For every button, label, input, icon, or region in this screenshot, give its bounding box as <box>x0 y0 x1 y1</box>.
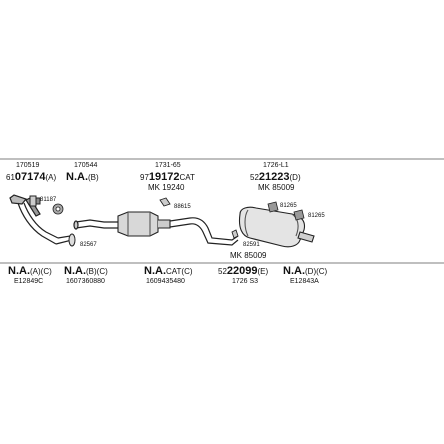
top-code-b: 170544 <box>74 162 98 169</box>
top-ref-a: 6107174(A) <box>6 171 57 183</box>
spring-clip <box>52 203 64 215</box>
top-code-d: 1726-L1 <box>263 162 289 169</box>
mount-81265-b <box>293 209 305 221</box>
top-code-cat: 1731-65 <box>155 162 181 169</box>
bottom-ref-e: 5222099(E) <box>218 265 269 277</box>
clamp-88615 <box>159 197 171 207</box>
clamp-81187 <box>29 195 41 207</box>
intermediate-pipe <box>73 219 118 230</box>
clamp-cat-number: 88615 <box>174 204 191 210</box>
catalytic-converter <box>117 211 171 237</box>
clamp-82591 <box>231 229 239 239</box>
bottom-ref-a: N.A.(A)(C) <box>8 265 52 277</box>
bottom-code-b: 1607360880 <box>66 278 105 285</box>
top-ref-b: N.A.(B) <box>66 171 99 183</box>
mount-81265-a <box>267 201 279 213</box>
bottom-code-d: E12843A <box>290 278 319 285</box>
clamp-a-number: 81187 <box>40 197 57 203</box>
bottom-ref-d: N.A.(D)(C) <box>283 265 328 277</box>
top-ref-d: 5221223(D) <box>250 171 301 183</box>
mk-mid: MK 85009 <box>230 251 267 260</box>
top-ref-cat: 9719172CAT <box>140 171 195 183</box>
bottom-ref-cat: N.A.CAT(C) <box>144 265 193 277</box>
rear-mount-number-1: 81265 <box>280 203 297 209</box>
bottom-ref-b: N.A.(B)(C) <box>64 265 108 277</box>
bottom-code-a: E12849C <box>14 278 44 285</box>
bottom-code-e: 1726 S3 <box>232 278 259 285</box>
middle-pipe <box>169 217 239 246</box>
rear-silencer <box>238 206 315 248</box>
top-extra-d: MK 85009 <box>258 183 295 192</box>
bottom-code-cat: 1609435480 <box>146 278 185 285</box>
gasket-a-number: 82567 <box>80 242 97 248</box>
top-extra-cat: MK 19240 <box>148 183 185 192</box>
top-code-a: 170519 <box>16 162 40 169</box>
rear-mount-number-2: 81265 <box>308 213 325 219</box>
gasket-82567 <box>68 233 76 247</box>
clamp-mid-number: 82591 <box>243 242 260 248</box>
